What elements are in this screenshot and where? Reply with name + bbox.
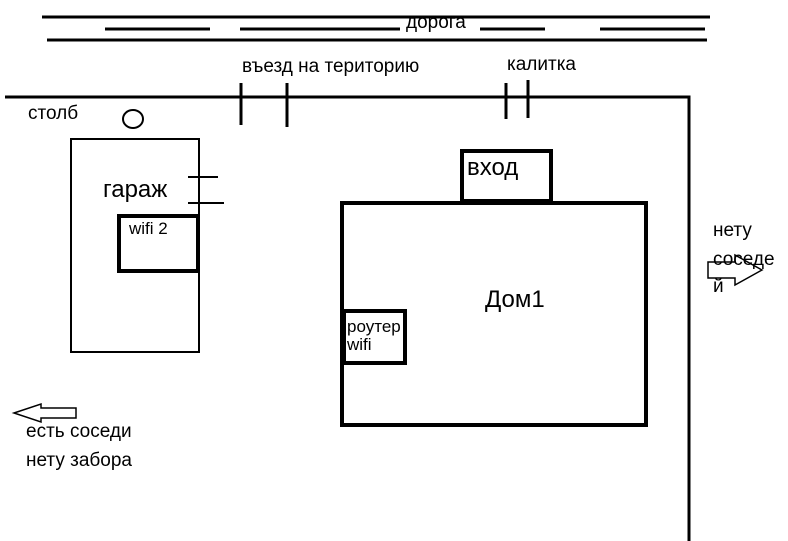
neighbors-line1: есть соседи	[26, 421, 132, 442]
arrow-left-icon	[11, 402, 77, 424]
no-neighbors-line1: нету	[713, 220, 752, 241]
router-label-line2: wifi	[347, 335, 372, 354]
fence-line	[5, 95, 691, 541]
house-building	[340, 201, 648, 427]
garage-label: гараж	[103, 176, 168, 203]
road-label: дорога	[406, 12, 466, 33]
wicket	[504, 80, 530, 119]
arrow-right-icon	[707, 253, 764, 287]
entrance-porch	[460, 149, 553, 203]
no-neighbors-line3: й	[713, 276, 724, 297]
pole-label: столб	[28, 103, 79, 124]
no-neighbors-line2: соседе	[713, 249, 775, 270]
router-label-line1: роутер	[347, 317, 401, 336]
pole-circle-icon	[122, 109, 144, 129]
entry-gate-label: въезд на територию	[242, 56, 420, 77]
wifi2-label: wifi 2	[129, 219, 168, 238]
entry-gate	[239, 83, 289, 127]
neighbors-line2: нету забора	[26, 450, 132, 471]
garage-gate-marks	[188, 176, 224, 204]
road-lines	[42, 15, 710, 42]
entrance-label: вход	[467, 154, 519, 181]
house-label: Дом1	[485, 286, 545, 313]
garage-building	[70, 138, 200, 353]
wifi2-access-point	[117, 214, 200, 273]
router-box	[342, 309, 407, 365]
wicket-label: калитка	[507, 54, 576, 75]
property-fence	[5, 95, 691, 541]
